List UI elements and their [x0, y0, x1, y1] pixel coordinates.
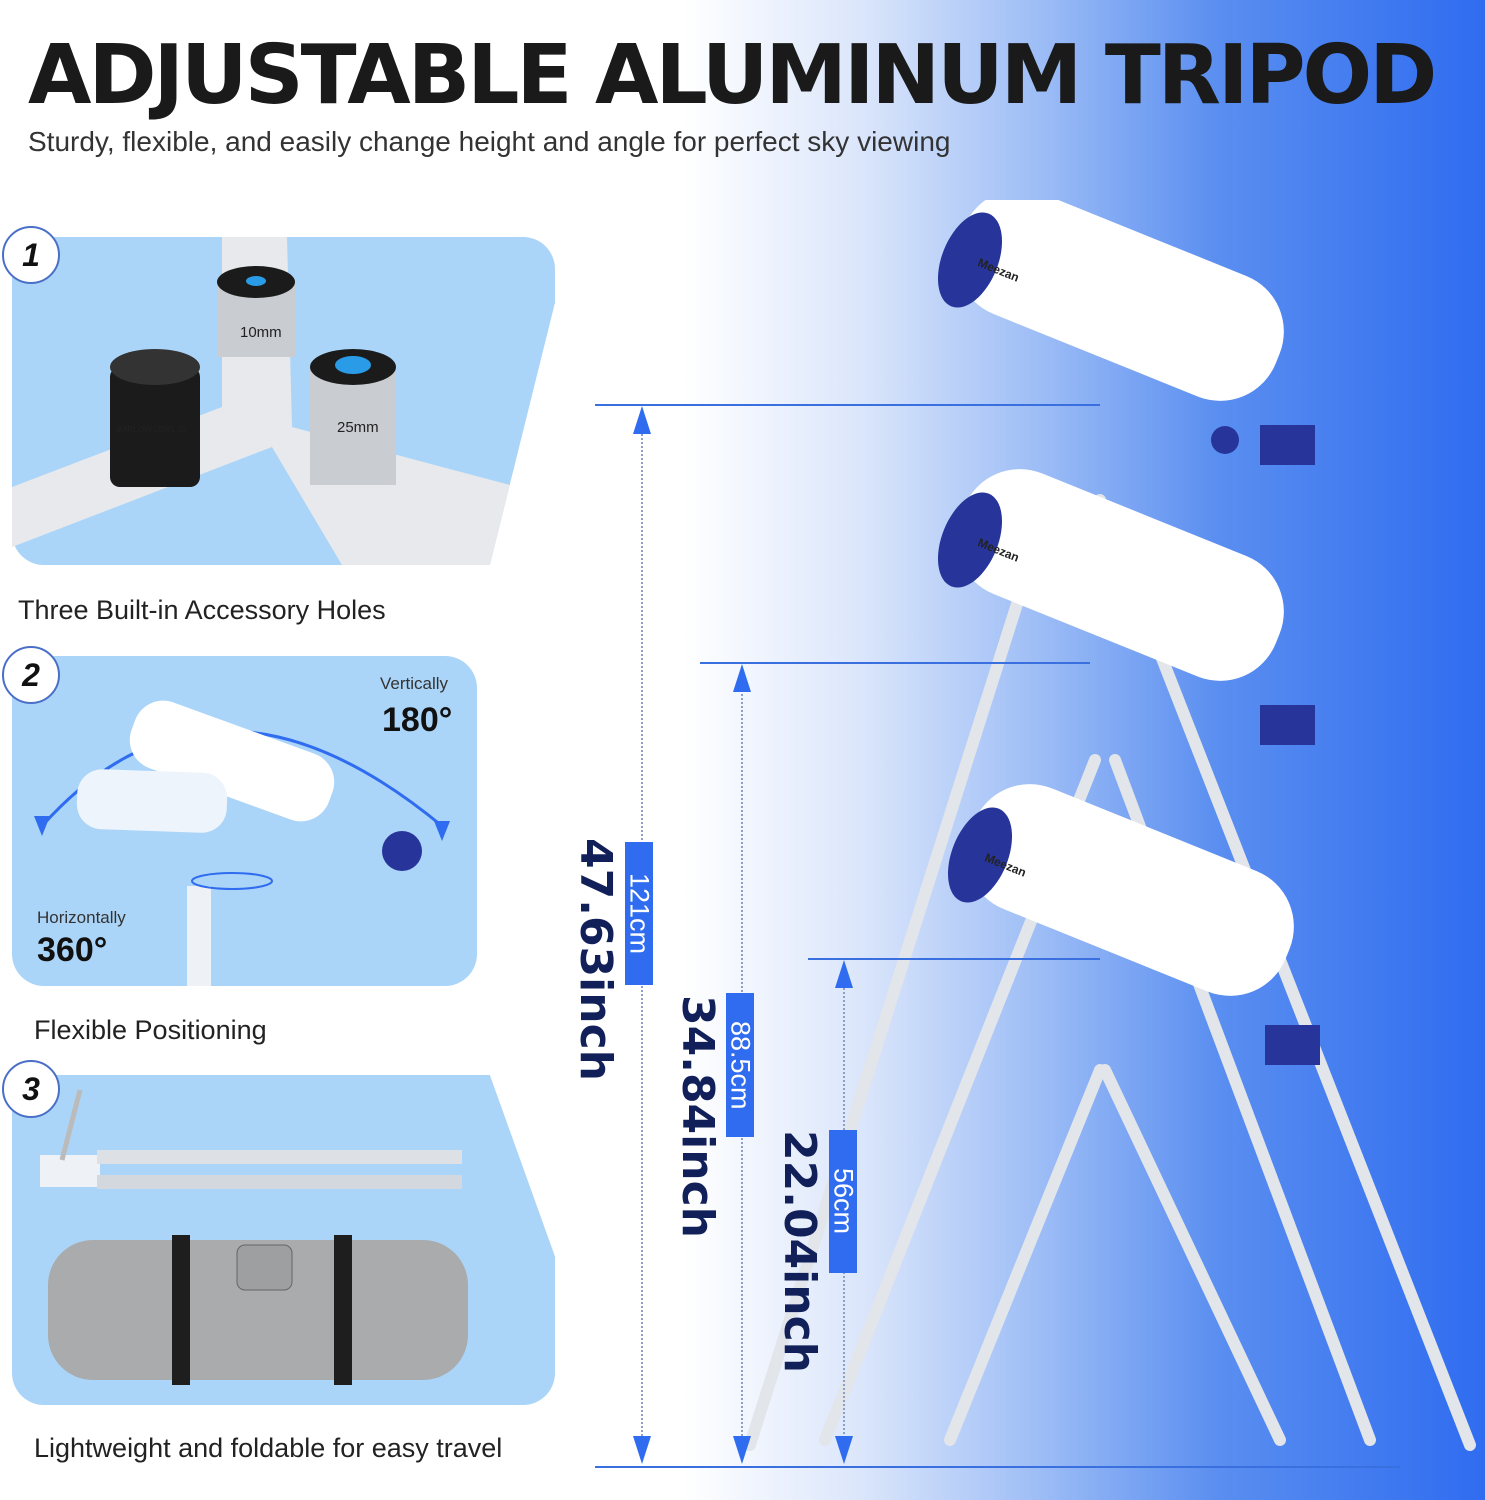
dimension-line-ground [595, 1466, 1400, 1468]
arrow-up-icon [835, 960, 853, 988]
vertically-label: Vertically [380, 674, 449, 693]
height-inch-label-min: 22.04inch [774, 1130, 825, 1373]
dimension-line-middle [700, 662, 1090, 664]
eyepiece-10mm-icon [217, 266, 295, 357]
feature-panel-positioning: Vertically 180° Horizontally 360° [12, 656, 477, 986]
height-inch-label-max: 47.63inch [570, 838, 621, 1081]
barlow-lens-icon [110, 349, 200, 487]
dimension-line-top [595, 404, 1100, 406]
height-cm-label-mid: 88.5cm [725, 993, 756, 1137]
feature-panel-accessory-holes: 10mm 25mm BARLOW LENS 3X [12, 237, 555, 565]
horizontally-label: Horizontally [37, 908, 126, 927]
rotation-illustration [34, 700, 450, 986]
label-25mm: 25mm [337, 419, 379, 436]
feature-caption-1: Three Built-in Accessory Holes [18, 595, 386, 625]
eyepiece-25mm-icon [310, 349, 396, 485]
arrow-up-icon [733, 664, 751, 692]
feature-caption-3: Lightweight and foldable for easy travel [34, 1433, 503, 1463]
telescope-middle: Meezan [937, 469, 1315, 745]
horizontal-degrees: 360° [37, 931, 108, 969]
cm-value: 56cm [828, 1168, 859, 1235]
label-barlow: BARLOW LENS 3X [117, 425, 187, 434]
vertical-degrees: 180° [382, 701, 453, 739]
feature-number-2: 2 [2, 646, 60, 704]
page-subtitle: Sturdy, flexible, and easily change heig… [28, 126, 951, 157]
feature-panel-portable [12, 1075, 555, 1405]
accessory-tray-image: 10mm 25mm BARLOW LENS 3X [12, 237, 555, 565]
feature-caption-2: Flexible Positioning [34, 1015, 267, 1045]
feature-number-1: 1 [2, 226, 60, 284]
cm-value: 121cm [624, 872, 655, 955]
height-cm-label-max: 121cm [624, 842, 655, 985]
label-10mm: 10mm [240, 324, 282, 341]
folded-tripod-and-bag-image [40, 1089, 468, 1385]
telescope-tripod-illustration: Meezan Meezan Meezan [744, 200, 1476, 1451]
page-title: ADJUSTABLE ALUMINUM TRIPOD [28, 28, 1437, 123]
arrow-down-icon [733, 1436, 751, 1464]
arrow-down-icon [633, 1436, 651, 1464]
cm-value: 88.5cm [725, 1020, 756, 1110]
telescope-top: Meezan [937, 200, 1315, 465]
height-inch-label-mid: 34.84inch [672, 995, 723, 1238]
feature-number-3: 3 [2, 1060, 60, 1118]
arrow-up-icon [633, 406, 651, 434]
telescope-bottom: Meezan [947, 784, 1320, 1065]
dimension-line-low [808, 958, 1100, 960]
height-cm-label-min: 56cm [828, 1130, 859, 1273]
arrow-down-icon [835, 1436, 853, 1464]
